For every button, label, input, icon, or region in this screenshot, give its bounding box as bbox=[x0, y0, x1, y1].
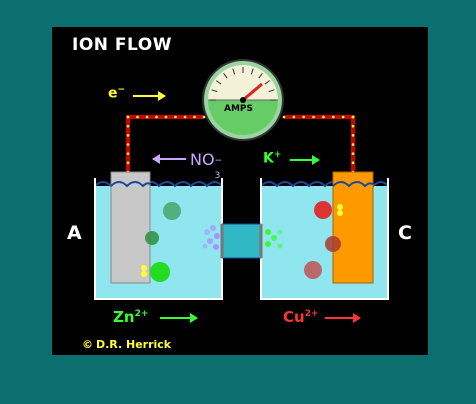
zinc-ion-charge: 2+ bbox=[134, 309, 149, 319]
copyright-symbol: © bbox=[82, 338, 93, 351]
electron-dot bbox=[302, 115, 306, 119]
meter-tick bbox=[268, 89, 275, 93]
zinc-ion-label: Zn2+ bbox=[113, 308, 148, 326]
electron-dot bbox=[155, 115, 158, 119]
electron-dot bbox=[202, 115, 206, 119]
electron-dot bbox=[351, 124, 355, 128]
anode-letter: A bbox=[67, 222, 82, 244]
electron-dot bbox=[351, 134, 355, 137]
nitrate-charge: − bbox=[214, 156, 223, 166]
electron-dot bbox=[126, 115, 130, 119]
copper-electrode bbox=[332, 171, 374, 284]
electron-dot bbox=[193, 115, 196, 119]
zinc-ion-arrow bbox=[160, 313, 198, 323]
nitrate-symbol: NO bbox=[190, 150, 215, 169]
potassium-ions bbox=[265, 229, 283, 249]
electron-dot bbox=[351, 115, 355, 119]
credit-line: ©D.R. Herrick bbox=[82, 338, 171, 351]
copper-ion-symbol: Cu bbox=[283, 308, 305, 326]
potassium-arrow bbox=[290, 155, 320, 165]
copper-ion-charge: 2+ bbox=[304, 309, 319, 319]
nitrate-arrow bbox=[152, 154, 186, 164]
electron-charge: − bbox=[117, 85, 126, 95]
zinc-ion-symbol: Zn bbox=[113, 308, 135, 326]
meter-tick bbox=[264, 80, 270, 85]
copper-ion-arrow bbox=[325, 313, 361, 323]
meter-tick bbox=[216, 80, 222, 85]
potassium-symbol: K bbox=[263, 150, 274, 167]
electron-dot bbox=[126, 124, 130, 128]
electron-dot bbox=[174, 115, 177, 119]
nitrate-ions bbox=[202, 225, 220, 250]
copper-ion-label: Cu2+ bbox=[283, 308, 319, 326]
electron-dot bbox=[351, 152, 355, 155]
electron-dot bbox=[341, 115, 345, 119]
electron-dot bbox=[126, 152, 130, 155]
meter-tick bbox=[232, 68, 236, 75]
electron-dot bbox=[351, 161, 355, 165]
electron-dot bbox=[164, 115, 168, 119]
electron-arrow bbox=[133, 91, 166, 101]
copper-ions bbox=[304, 201, 341, 279]
electron-dot bbox=[136, 115, 139, 119]
electron-dot bbox=[331, 115, 335, 119]
potassium-label: K+ bbox=[263, 150, 281, 167]
electron-symbol: e bbox=[108, 85, 118, 102]
nitrate-label: NO− 3 bbox=[190, 150, 223, 181]
electrode-electrons bbox=[141, 204, 343, 277]
electron-dot bbox=[322, 115, 325, 119]
electron-dot bbox=[126, 143, 130, 146]
electron-dot bbox=[126, 161, 130, 165]
electron-label: e− bbox=[108, 85, 125, 102]
credit-author: D.R. Herrick bbox=[96, 338, 172, 351]
meter-tick bbox=[211, 89, 218, 93]
electron-dot bbox=[183, 115, 187, 119]
zinc-electrode bbox=[110, 171, 151, 284]
ammeter-label: AMPS bbox=[224, 104, 253, 114]
salt-bridge bbox=[221, 223, 262, 259]
meter-tick bbox=[250, 68, 254, 75]
meter-tick bbox=[258, 73, 263, 79]
ammeter bbox=[202, 59, 284, 141]
cathode-letter: C bbox=[398, 222, 412, 244]
nitrate-subscript: 3 bbox=[214, 171, 221, 181]
meter-tick bbox=[223, 73, 228, 79]
potassium-charge: + bbox=[273, 150, 282, 160]
diagram-title: ION FLOW bbox=[72, 35, 172, 55]
electron-dot bbox=[292, 115, 296, 119]
electron-dot bbox=[351, 143, 355, 146]
electron-dot bbox=[312, 115, 315, 119]
zinc-ions bbox=[145, 202, 181, 282]
electron-dot bbox=[282, 115, 286, 119]
electron-dot bbox=[126, 134, 130, 137]
electron-dot bbox=[145, 115, 149, 119]
meter-needle bbox=[242, 82, 263, 102]
